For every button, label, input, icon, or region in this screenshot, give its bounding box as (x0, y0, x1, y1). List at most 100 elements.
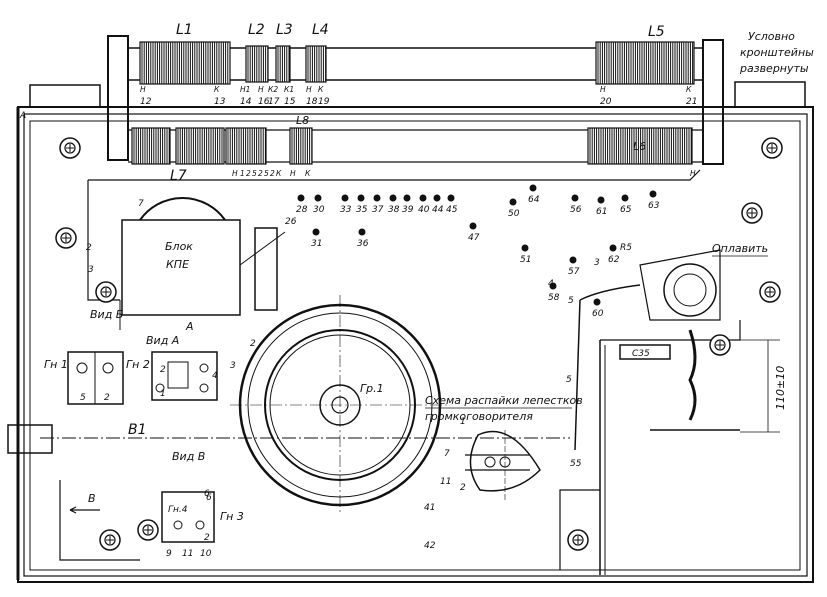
point-number: 64 (528, 195, 540, 205)
speaker-gr1: Гр.1 (230, 295, 450, 515)
terminal-point: 58 (548, 282, 560, 303)
lower-terminal-label: 5 (264, 169, 269, 178)
top-terminal-type: Н (258, 85, 264, 94)
terminal-point: 5 (568, 296, 574, 306)
point-number: 57 (568, 267, 580, 277)
wire-5-label: 5 (566, 375, 572, 385)
point-number: 62 (608, 255, 620, 265)
top-terminal-number: 19 (318, 97, 330, 107)
point-number: 40 (418, 205, 430, 215)
socket-gn1-gn2: Гн 1 Гн 2 (44, 351, 150, 405)
terminal-point: 64 (528, 184, 540, 205)
view-v-label: Вид В (172, 450, 205, 463)
coil-l7-body-a (131, 127, 171, 165)
point-number: 42 (424, 541, 436, 551)
point-number: 41 (424, 503, 435, 513)
point-number: 55 (570, 459, 582, 469)
terminal-point: 2 (250, 339, 256, 349)
view-a-label: Вид А (146, 334, 179, 347)
c35-label: С35 (632, 349, 650, 359)
socket-pin-number: 1 (160, 389, 166, 399)
point-number: 38 (388, 205, 400, 215)
socket-pin-number: 2 (204, 533, 210, 543)
terminal-point: 9 (166, 549, 172, 559)
terminal-point: 7 (444, 449, 450, 459)
terminal-point: 44 (432, 194, 444, 215)
terminal-point: 36 (357, 228, 369, 249)
coil-l8-label: L8 (296, 114, 309, 127)
gn3-label: Гн 3 (220, 510, 244, 523)
chassis-frame (16, 81, 814, 583)
gn4-label: Гн.4 (168, 505, 188, 515)
point-number: 47 (468, 233, 480, 243)
terminal-point: 56 (570, 194, 582, 215)
terminal-point: 33 (340, 194, 352, 215)
kpe-block: Блок КПЕ (121, 197, 286, 316)
socket-gn3-gn4: Гн.4 Гн 3 (161, 491, 244, 543)
gn1-label: Гн 1 (44, 358, 68, 371)
point-number: 6 (206, 493, 212, 503)
point-number: 50 (508, 209, 520, 219)
terminal-point: 38 (388, 194, 400, 215)
terminal-point: 7 (138, 199, 144, 209)
terminal-point: 31 (311, 228, 322, 249)
top-terminal-type: К (318, 85, 324, 94)
top-terminal-type: Н (140, 85, 146, 94)
top-terminal-type: К (214, 85, 220, 94)
coil-l7-body-b (175, 127, 225, 165)
coil-l2-body (245, 45, 269, 83)
top-terminal-type: Н1 (240, 85, 250, 94)
point-number: 63 (648, 201, 660, 211)
top-terminal-type: Н (600, 85, 606, 94)
speaker-scheme-line-1: Схема распайки лепестков (425, 394, 583, 407)
view-b-label: Вид Б (90, 308, 123, 321)
terminal-point: 41 (424, 503, 435, 513)
socket-pin-number: 6 (204, 489, 210, 499)
solder-label: Оплавить (712, 242, 768, 255)
kpe-label-line-2: КПЕ (166, 258, 189, 271)
lower-terminal-label: Н (232, 169, 238, 178)
terminal-point: 45 (446, 194, 458, 215)
point-number: 30 (313, 205, 325, 215)
point-number: 35 (356, 205, 368, 215)
coil-l5-label: L5 (648, 24, 665, 40)
lower-terminal-label: Н (690, 169, 696, 178)
speaker-scheme: Схема распайки лепестков громкоговорител… (425, 394, 583, 500)
lower-terminal-label: Н (290, 169, 296, 178)
letter-b: В (88, 492, 96, 505)
point-number: 7 (444, 449, 450, 459)
terminal-point: 10 (200, 549, 212, 559)
terminal-point: 65 (620, 194, 632, 215)
kpe-label-line-1: Блок (165, 240, 193, 253)
point-number: 56 (570, 205, 582, 215)
b1-label: В1 (128, 422, 147, 438)
terminal-point: 57 (568, 256, 580, 277)
point-number: 3 (88, 265, 94, 275)
point-number: 1 (460, 417, 466, 427)
point-number: 58 (548, 293, 560, 303)
point-number: 44 (432, 205, 444, 215)
top-terminal-number: 20 (600, 97, 612, 107)
terminal-point: 50 (508, 198, 520, 219)
top-terminal-type: К (686, 85, 692, 94)
note-line-1: Условно (748, 30, 795, 43)
terminal-point: 3 (594, 258, 600, 268)
terminal-point: 26 (285, 217, 297, 227)
mounting-screws (55, 137, 783, 551)
screw-icon (567, 529, 589, 551)
note-line-3: развернуты (739, 62, 809, 75)
terminal-point: 30 (313, 194, 325, 215)
screw-icon (95, 281, 117, 303)
top-terminal-number: 16 (258, 97, 270, 107)
coil-l5-body (595, 41, 695, 85)
coil-l7-label: L7 (170, 168, 187, 184)
point-number: 51 (520, 255, 531, 265)
top-terminal-number: 21 (686, 97, 697, 107)
speaker-label: Гр.1 (360, 382, 384, 395)
lower-terminal-label: К (305, 169, 311, 178)
coil-l6-body (587, 127, 693, 165)
point-number: 65 (620, 205, 632, 215)
